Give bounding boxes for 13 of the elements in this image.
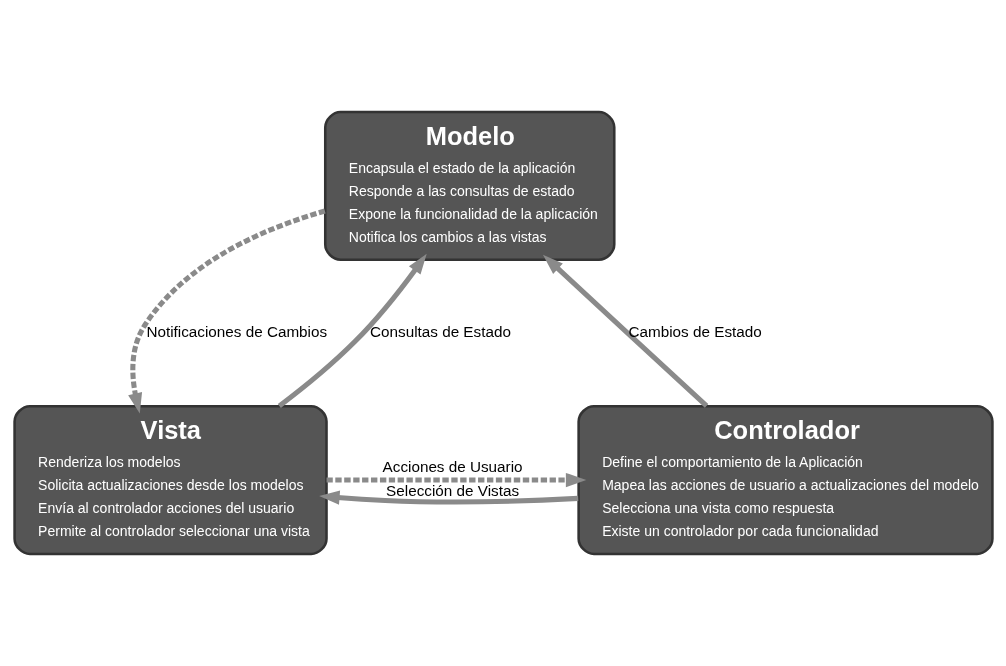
edge-label: Cambios de Estado bbox=[628, 322, 762, 340]
node-box: Controlador Define el comportamiento de la Aplicación Mapea las acciones de usuario a actualizaciones del modelo Selecciona una vista como respuesta Existe un controlador por cada funcionalidad bbox=[576, 404, 994, 556]
edge-label: Consultas de Estado bbox=[369, 322, 511, 340]
edge-label: Notificaciones de Cambios bbox=[145, 322, 327, 340]
node-box: Modelo Encapsula el estado de la aplicación Responde a las consultas de estado Expone la funcionalidad de la aplicación Notifica los cambios a las vistas bbox=[323, 110, 616, 262]
arrow bbox=[542, 254, 708, 408]
node-box: Vista Renderiza los modelos Solicita actualizaciones desde los modelos Envía al controlador acciones del usuario Permite al controlador seleccionar una vista bbox=[12, 404, 328, 556]
arrow bbox=[326, 472, 586, 488]
edge-label: Acciones de Usuario bbox=[382, 457, 523, 475]
arrow bbox=[277, 253, 427, 408]
arrow bbox=[127, 208, 326, 414]
arrow bbox=[318, 490, 578, 505]
edge-label: Selección de Vistas bbox=[385, 482, 519, 500]
